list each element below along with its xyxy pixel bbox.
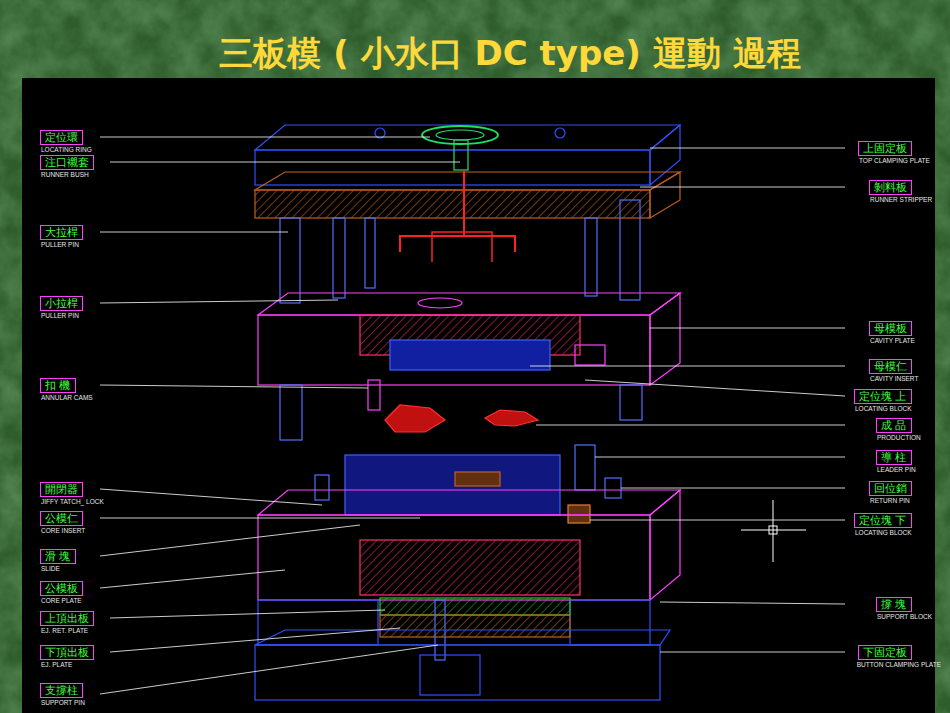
part-label: 小拉桿PULLER PIN [40,296,83,311]
part-label: 下頂出板EJ. PLATE [40,645,94,660]
part-name-english: CAVITY INSERT [870,375,918,383]
part-name: 定位塊 上 [855,390,911,403]
part-label: 上頂出板EJ. RET. PLATE [40,611,94,626]
part-label: 母模板CAVITY PLATE [869,321,912,336]
part-label: 撐 塊SUPPORT BLOCK [876,597,912,612]
part-label: 滑 塊SLIDE [40,549,76,564]
part-label: 成 品PRODUCTION [876,418,912,433]
part-name-english: JIFFY TATCH_ LOCK [41,498,104,506]
part-name-english: SLIDE [41,565,60,573]
part-name-english: PULLER PIN [41,312,79,320]
part-name: 導 柱 [877,451,911,464]
part-name: 撐 塊 [877,598,911,611]
part-name: 公模仁 [41,512,82,525]
part-name-english: SUPPORT BLOCK [877,613,932,621]
part-name: 上頂出板 [41,612,93,625]
part-name-english: CORE INSERT [41,527,85,535]
part-name-english: SUPPORT PIN [41,699,85,707]
part-label: 公模板CORE PLATE [40,581,83,596]
part-name: 下頂出板 [41,646,93,659]
part-name: 支撐柱 [41,684,82,697]
part-name-english: LOCATING BLOCK [855,405,912,413]
part-label: 下固定板BUTTON CLAMPING PLATE [858,645,912,660]
part-label: 定位環LOCATING RING [40,130,83,145]
part-name-english: CORE PLATE [41,597,82,605]
part-name: 定位環 [41,131,82,144]
part-name-english: PULLER PIN [41,241,79,249]
part-name: 注口襯套 [41,156,93,169]
part-name-english: LOCATING RING [41,146,92,154]
part-name-english: LOCATING BLOCK [855,529,912,537]
part-label: 開閉器JIFFY TATCH_ LOCK [40,482,83,497]
part-name: 公模板 [41,582,82,595]
part-name-english: BUTTON CLAMPING PLATE [857,661,941,669]
part-name: 剝料板 [870,181,911,194]
part-label: 回位銷RETURN PIN [869,481,912,496]
part-label: 導 柱LEADER PIN [876,450,912,465]
part-name-english: RUNNER BUSH [41,171,89,179]
part-label: 支撐柱SUPPORT PIN [40,683,83,698]
part-name-english: EJ. PLATE [41,661,72,669]
part-name: 下固定板 [859,646,911,659]
part-label: 定位塊 上LOCATING BLOCK [854,389,912,404]
part-label: 公模仁CORE INSERT [40,511,83,526]
part-name: 扣 機 [41,379,75,392]
part-label: 剝料板RUNNER STRIPPER [869,180,912,195]
part-label: 上固定板TOP CLAMPING PLATE [858,141,912,156]
part-label: 定位塊 下LOCATING BLOCK [854,513,912,528]
part-name-english: ANNULAR CAMS [41,394,93,402]
part-name-english: RUNNER STRIPPER [870,196,932,204]
title: 三板模 ( 小水口 DC type) 運動 過程 [192,30,828,76]
part-name: 大拉桿 [41,226,82,239]
part-name: 母模仁 [870,360,911,373]
part-name: 上固定板 [859,142,911,155]
part-name: 開閉器 [41,483,82,496]
part-label: 母模仁CAVITY INSERT [869,359,912,374]
part-name-english: LEADER PIN [877,466,916,474]
part-name-english: CAVITY PLATE [870,337,915,345]
part-name: 小拉桿 [41,297,82,310]
part-name-english: TOP CLAMPING PLATE [859,157,930,165]
part-name: 滑 塊 [41,550,75,563]
part-name-english: EJ. RET. PLATE [41,627,88,635]
part-name: 回位銷 [870,482,911,495]
part-label: 大拉桿PULLER PIN [40,225,83,240]
part-name: 成 品 [877,419,911,432]
part-name: 定位塊 下 [855,514,911,527]
part-name: 母模板 [870,322,911,335]
part-name-english: PRODUCTION [877,434,921,442]
part-label: 注口襯套RUNNER BUSH [40,155,94,170]
part-label: 扣 機ANNULAR CAMS [40,378,76,393]
part-name-english: RETURN PIN [870,497,910,505]
